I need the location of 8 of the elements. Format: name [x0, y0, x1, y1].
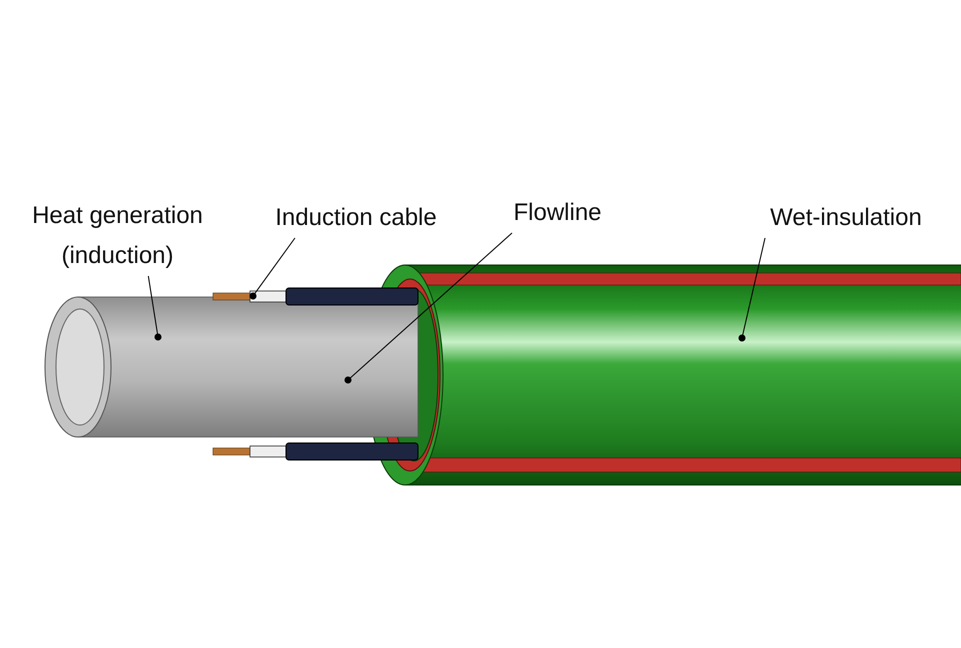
part-label: Flowline: [495, 193, 620, 233]
leader-line: [738, 238, 766, 342]
leader-line: [344, 232, 512, 384]
part-label: Heat generation (induction): [5, 196, 230, 276]
leader-line: [250, 238, 296, 300]
part-label: Wet-insulation: [740, 198, 952, 238]
part-label: Induction cable: [245, 198, 467, 238]
leader-line: [148, 276, 162, 340]
